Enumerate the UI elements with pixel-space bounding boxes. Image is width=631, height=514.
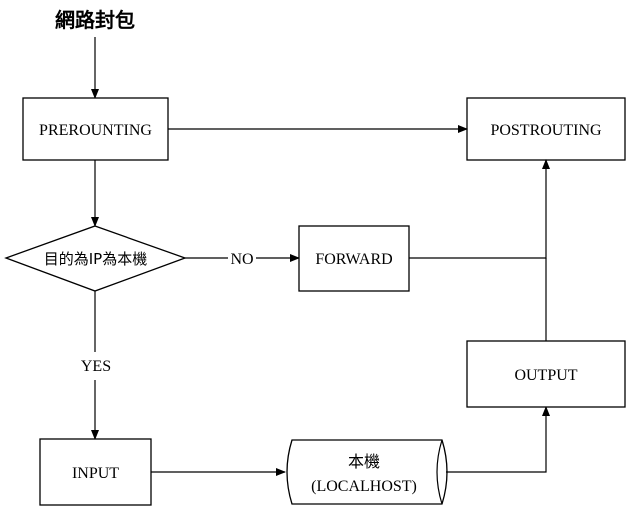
decision-node: 目的為IP為本機 [4,225,187,292]
postrouting-node: POSTROUTING [466,97,626,161]
input-node: INPUT [39,438,152,506]
localhost-label-line2: (LOCALHOST) [311,478,417,495]
prerouting-label: PREROUNTING [39,122,152,139]
output-label: OUTPUT [514,367,577,384]
decision-label: 目的為IP為本機 [44,250,147,268]
edge-label-no: NO [230,251,253,268]
input-label: INPUT [72,465,119,482]
diagram-title: 網路封包 [55,8,135,32]
forward-node: FORWARD [298,225,410,292]
arrow-localhost-to-output [446,406,550,473]
output-node: OUTPUT [466,340,626,408]
edge-label-yes: YES [81,358,111,375]
localhost-label-line1: 本機 [348,452,380,471]
arrow-forward-to-postrouting [409,159,550,259]
forward-label: FORWARD [315,251,392,268]
prerouting-node: PREROUNTING [22,97,169,161]
localhost-node: 本機 (LOCALHOST) [286,439,448,505]
postrouting-label: POSTROUTING [490,122,602,139]
